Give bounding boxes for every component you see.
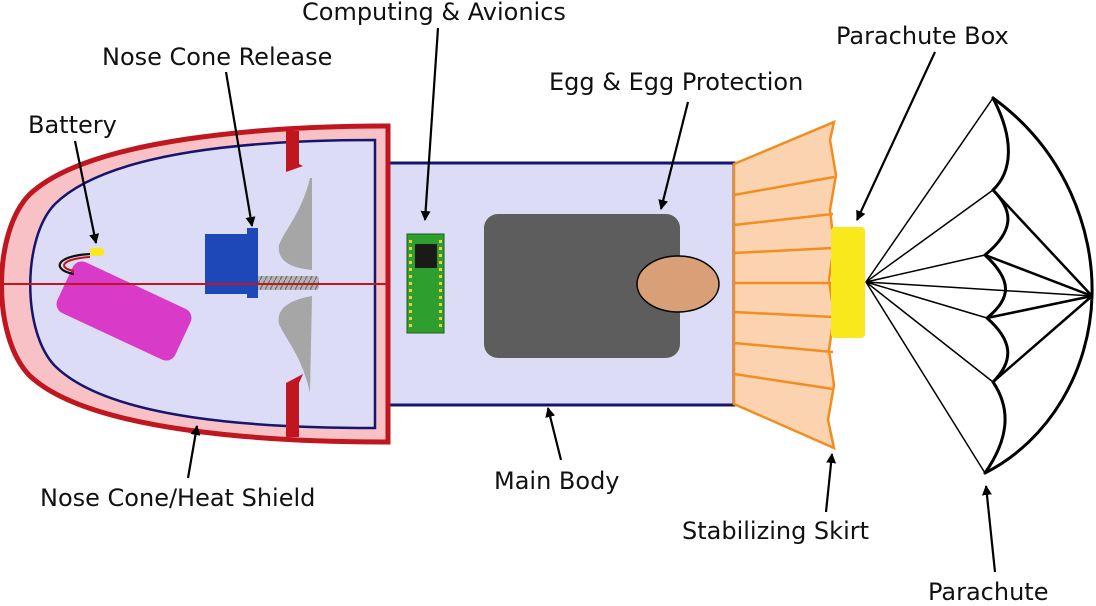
board-pin (439, 310, 442, 313)
parachute (865, 96, 1094, 475)
label-egg-protection: Egg & Egg Protection (549, 68, 804, 96)
battery (56, 248, 192, 361)
release-latch-mechanism (255, 178, 319, 393)
label-stabilizing-skirt: Stabilizing Skirt (682, 517, 870, 545)
egg (636, 255, 720, 313)
label-nose-cone-release: Nose Cone Release (102, 43, 333, 71)
board-pin (439, 247, 442, 250)
stabilizing-skirt (732, 119, 838, 451)
board-pin (409, 254, 412, 257)
board-pin (409, 317, 412, 320)
avionics-circuit-board (406, 233, 445, 334)
board-pin (409, 261, 412, 264)
parachute-box (831, 227, 865, 338)
board-pins-right (439, 240, 442, 327)
board-pin (409, 268, 412, 271)
board-pin (439, 240, 442, 243)
board-pin (439, 275, 442, 278)
board-pins-left (409, 240, 412, 327)
board-pin (409, 296, 412, 299)
board-pin (409, 324, 412, 327)
board-pin (409, 303, 412, 306)
label-parachute-box: Parachute Box (836, 22, 1009, 50)
board-pin (409, 282, 412, 285)
nose-latch-bracket (286, 131, 303, 437)
label-nose-cone-heat-shield: Nose Cone/Heat Shield (40, 484, 316, 512)
board-pin (439, 254, 442, 257)
label-computing-avionics: Computing & Avionics (302, 0, 566, 26)
label-main-body: Main Body (494, 467, 620, 495)
board-pin (439, 289, 442, 292)
board-pin (439, 296, 442, 299)
board-pin (409, 240, 412, 243)
board-pin (409, 310, 412, 313)
label-parachute: Parachute (928, 578, 1049, 606)
board-pin (439, 282, 442, 285)
board-pin (409, 289, 412, 292)
callout-arrows (73, 27, 997, 573)
nose-release-block (205, 228, 258, 298)
board-pin (439, 303, 442, 306)
board-pin (439, 268, 442, 271)
label-battery: Battery (28, 111, 117, 139)
egg-protection-box (484, 214, 680, 358)
board-pin (409, 275, 412, 278)
board-pin (439, 261, 442, 264)
board-pin (439, 324, 442, 327)
board-pin (439, 317, 442, 320)
board-pin (409, 247, 412, 250)
